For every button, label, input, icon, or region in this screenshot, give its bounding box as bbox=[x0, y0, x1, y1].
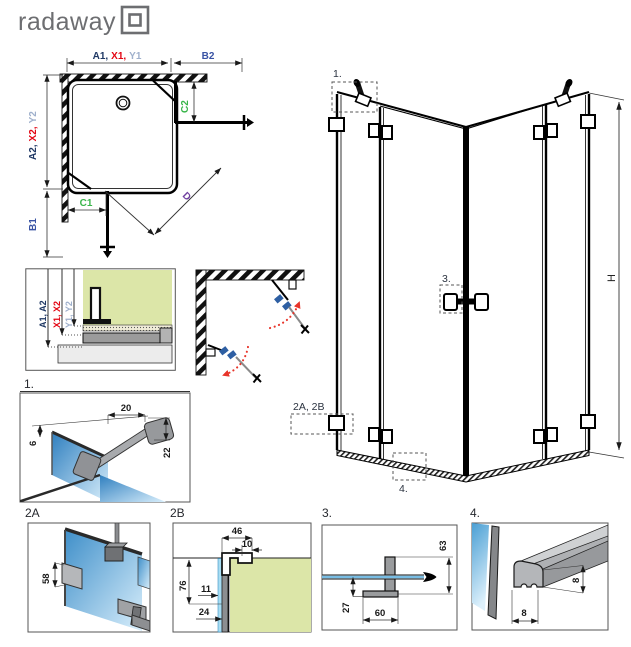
detail-3-dims: 63 27 60 bbox=[341, 540, 453, 624]
callout-4-label: 4. bbox=[399, 483, 408, 495]
callouts bbox=[290, 81, 463, 481]
detail-2a-dim-58: 58 bbox=[41, 573, 52, 584]
plan-dim-c2-label: C2 bbox=[180, 100, 191, 113]
plan-view-drawing: A1,X1,Y1 B2 C2 bbox=[28, 51, 254, 258]
detail-3-dim-63: 63 bbox=[438, 540, 449, 551]
section-dim-y-label: Y1, Y2 bbox=[64, 301, 74, 328]
assembly-dim-h-label: H bbox=[606, 274, 618, 282]
detail-3-dim-27: 27 bbox=[341, 602, 352, 613]
assembly-3d-view: H 1. 3. 2A, 2B 4. bbox=[290, 68, 625, 495]
detail-2b-dim-46: 46 bbox=[232, 526, 243, 537]
detail-3-title: 3. bbox=[322, 506, 332, 520]
brand-wordmark: radaway bbox=[18, 8, 116, 36]
section-view-drawing: A1, A2 X1, X2 Y1, Y2 bbox=[25, 268, 176, 371]
detail-4-dim-8-height: 8 bbox=[571, 578, 582, 583]
wall-profile bbox=[83, 286, 111, 324]
tray-layers bbox=[57, 324, 173, 364]
plan-dim-c1: C1 bbox=[67, 193, 107, 216]
plan-dim-d-label: D bbox=[180, 190, 193, 203]
detail-4-drawing: 4. 8 8 bbox=[470, 506, 609, 631]
plan-dim-b1-label: B1 bbox=[28, 218, 39, 231]
detail-2b-dims: 46 10 76 11 24 bbox=[178, 526, 262, 622]
plan-door-right bbox=[152, 79, 254, 130]
detail-1-dim-6: 6 bbox=[28, 441, 39, 446]
callout-1-label: 1. bbox=[333, 68, 342, 80]
detail-2b-dim-11: 11 bbox=[201, 584, 212, 595]
detail-2a-title: 2A bbox=[25, 506, 40, 520]
wall-area bbox=[230, 558, 311, 632]
assembly-dim-h: H bbox=[588, 92, 625, 459]
handle-section bbox=[322, 556, 437, 598]
glass-panel-edges bbox=[335, 91, 591, 459]
door-swing-schematic bbox=[195, 269, 310, 384]
support-bar-left bbox=[353, 79, 373, 108]
detail-1-dim-20: 20 bbox=[121, 403, 132, 414]
detail-2b-dim-76: 76 bbox=[178, 580, 189, 591]
detail-1-title: 1. bbox=[24, 378, 34, 391]
top-cap-profile bbox=[221, 552, 253, 576]
double-square-icon bbox=[120, 5, 150, 35]
plan-dim-left: A2,X2,Y2 B1 bbox=[28, 74, 63, 258]
plan-dim-top bbox=[66, 58, 243, 72]
glass-and-profile bbox=[217, 552, 253, 633]
swing-arrow bbox=[222, 345, 250, 377]
detail-1-dim-22: 22 bbox=[162, 447, 173, 458]
detail-2a-drawing: 2A 58 bbox=[25, 506, 151, 633]
detail-4-dim-8-width: 8 bbox=[521, 608, 526, 619]
section-dim-x-label: X1, X2 bbox=[52, 301, 62, 328]
threshold-profile bbox=[336, 449, 590, 483]
plan-door-bottom bbox=[67, 172, 115, 258]
threshold-profile-3d bbox=[513, 524, 608, 588]
schematic-door-bottom bbox=[205, 344, 262, 384]
plan-dim-d: D bbox=[104, 167, 222, 236]
detail-4-title: 4. bbox=[470, 506, 480, 520]
glass-and-seal bbox=[472, 523, 500, 620]
handle-knob-icon bbox=[474, 293, 489, 311]
hinge-icon bbox=[219, 346, 229, 356]
detail-2b-dim-24: 24 bbox=[199, 607, 210, 618]
detail-1-drawing: 1. 6 20 bbox=[19, 378, 191, 503]
swing-arrow bbox=[268, 301, 301, 330]
handle-knob-icon bbox=[443, 293, 458, 311]
hinges bbox=[328, 114, 596, 444]
drain-icon bbox=[115, 95, 131, 111]
plan-dim-a1x1y1-label: A1,X1,Y1 bbox=[93, 51, 142, 62]
detail-2a-dims: 58 bbox=[41, 561, 65, 588]
detail-2b-dim-10: 10 bbox=[242, 539, 253, 550]
plan-shower-tray bbox=[66, 78, 179, 195]
plan-dim-b2-label: B2 bbox=[202, 51, 215, 62]
schematic-walls bbox=[195, 269, 305, 376]
corner-post bbox=[463, 126, 469, 482]
section-dim-arrows bbox=[45, 269, 83, 348]
support-bar bbox=[72, 417, 175, 481]
plan-dim-a2x2y2-label: A2,X2,Y2 bbox=[28, 111, 39, 160]
handle-knob-icon bbox=[423, 572, 437, 582]
door-handle-icon bbox=[103, 251, 112, 258]
center-handles bbox=[443, 293, 489, 311]
hinge-icon bbox=[282, 301, 292, 311]
door-handle-icon bbox=[247, 118, 254, 127]
callout-2ab-label: 2A, 2B bbox=[293, 401, 325, 413]
callout-3-label: 3. bbox=[442, 273, 451, 285]
detail-1-dims: 6 20 22 bbox=[28, 403, 173, 458]
detail-4-dims: 8 8 bbox=[511, 565, 586, 624]
detail-2b-drawing: 2B 46 10 76 11 24 bbox=[170, 506, 312, 633]
detail-3-drawing: 3. 63 27 60 bbox=[321, 506, 458, 631]
hinge-icon bbox=[274, 294, 284, 304]
knob-icon bbox=[565, 79, 573, 87]
brand-logo: radaway bbox=[18, 5, 150, 36]
plan-dim-c1-label: C1 bbox=[80, 198, 93, 209]
hinge-icon bbox=[227, 350, 237, 360]
detail-3-dim-60: 60 bbox=[375, 608, 386, 619]
detail-2b-title: 2B bbox=[170, 506, 185, 520]
section-dim-a-label: A1, A2 bbox=[38, 300, 48, 328]
wall-brackets bbox=[61, 523, 150, 632]
support-bar-right bbox=[553, 79, 573, 108]
profile-end-face bbox=[513, 560, 544, 588]
knob-icon bbox=[353, 79, 361, 87]
schematic-door-top bbox=[268, 279, 310, 335]
plan-dim-c2: C2 bbox=[177, 81, 199, 123]
